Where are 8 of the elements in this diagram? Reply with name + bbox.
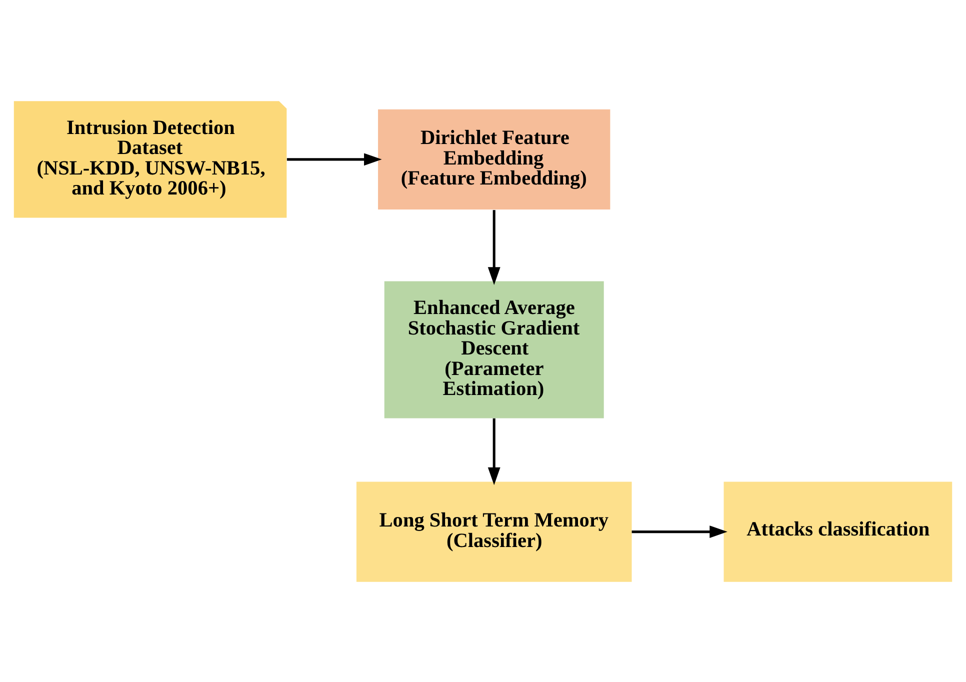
node-box: Dirichlet Feature Embedding (Feature Embedding) [378,108,610,210]
arrow [286,152,382,166]
arrow [488,210,500,284]
arrow [488,418,500,485]
node-box: Enhanced Average Stochastic Gradient Descent (Parameter Estimation) [384,280,604,418]
arrow [632,525,728,538]
node-box: Long Short Term Memory (Classifier) [356,481,632,582]
node-box: Attacks classification [724,481,952,582]
